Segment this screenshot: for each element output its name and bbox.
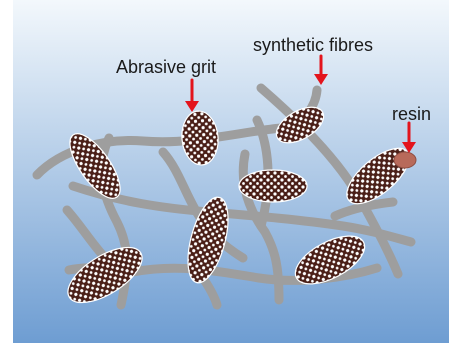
synthetic-fibres-label: synthetic fibres bbox=[253, 36, 373, 54]
grit-cluster bbox=[239, 170, 307, 202]
abrasive-grit-label: Abrasive grit bbox=[116, 58, 216, 76]
diagram-panel bbox=[13, 0, 449, 343]
resin-blob bbox=[394, 152, 416, 168]
resin-label: resin bbox=[392, 105, 431, 123]
nonwoven-abrasive-diagram bbox=[13, 0, 449, 343]
